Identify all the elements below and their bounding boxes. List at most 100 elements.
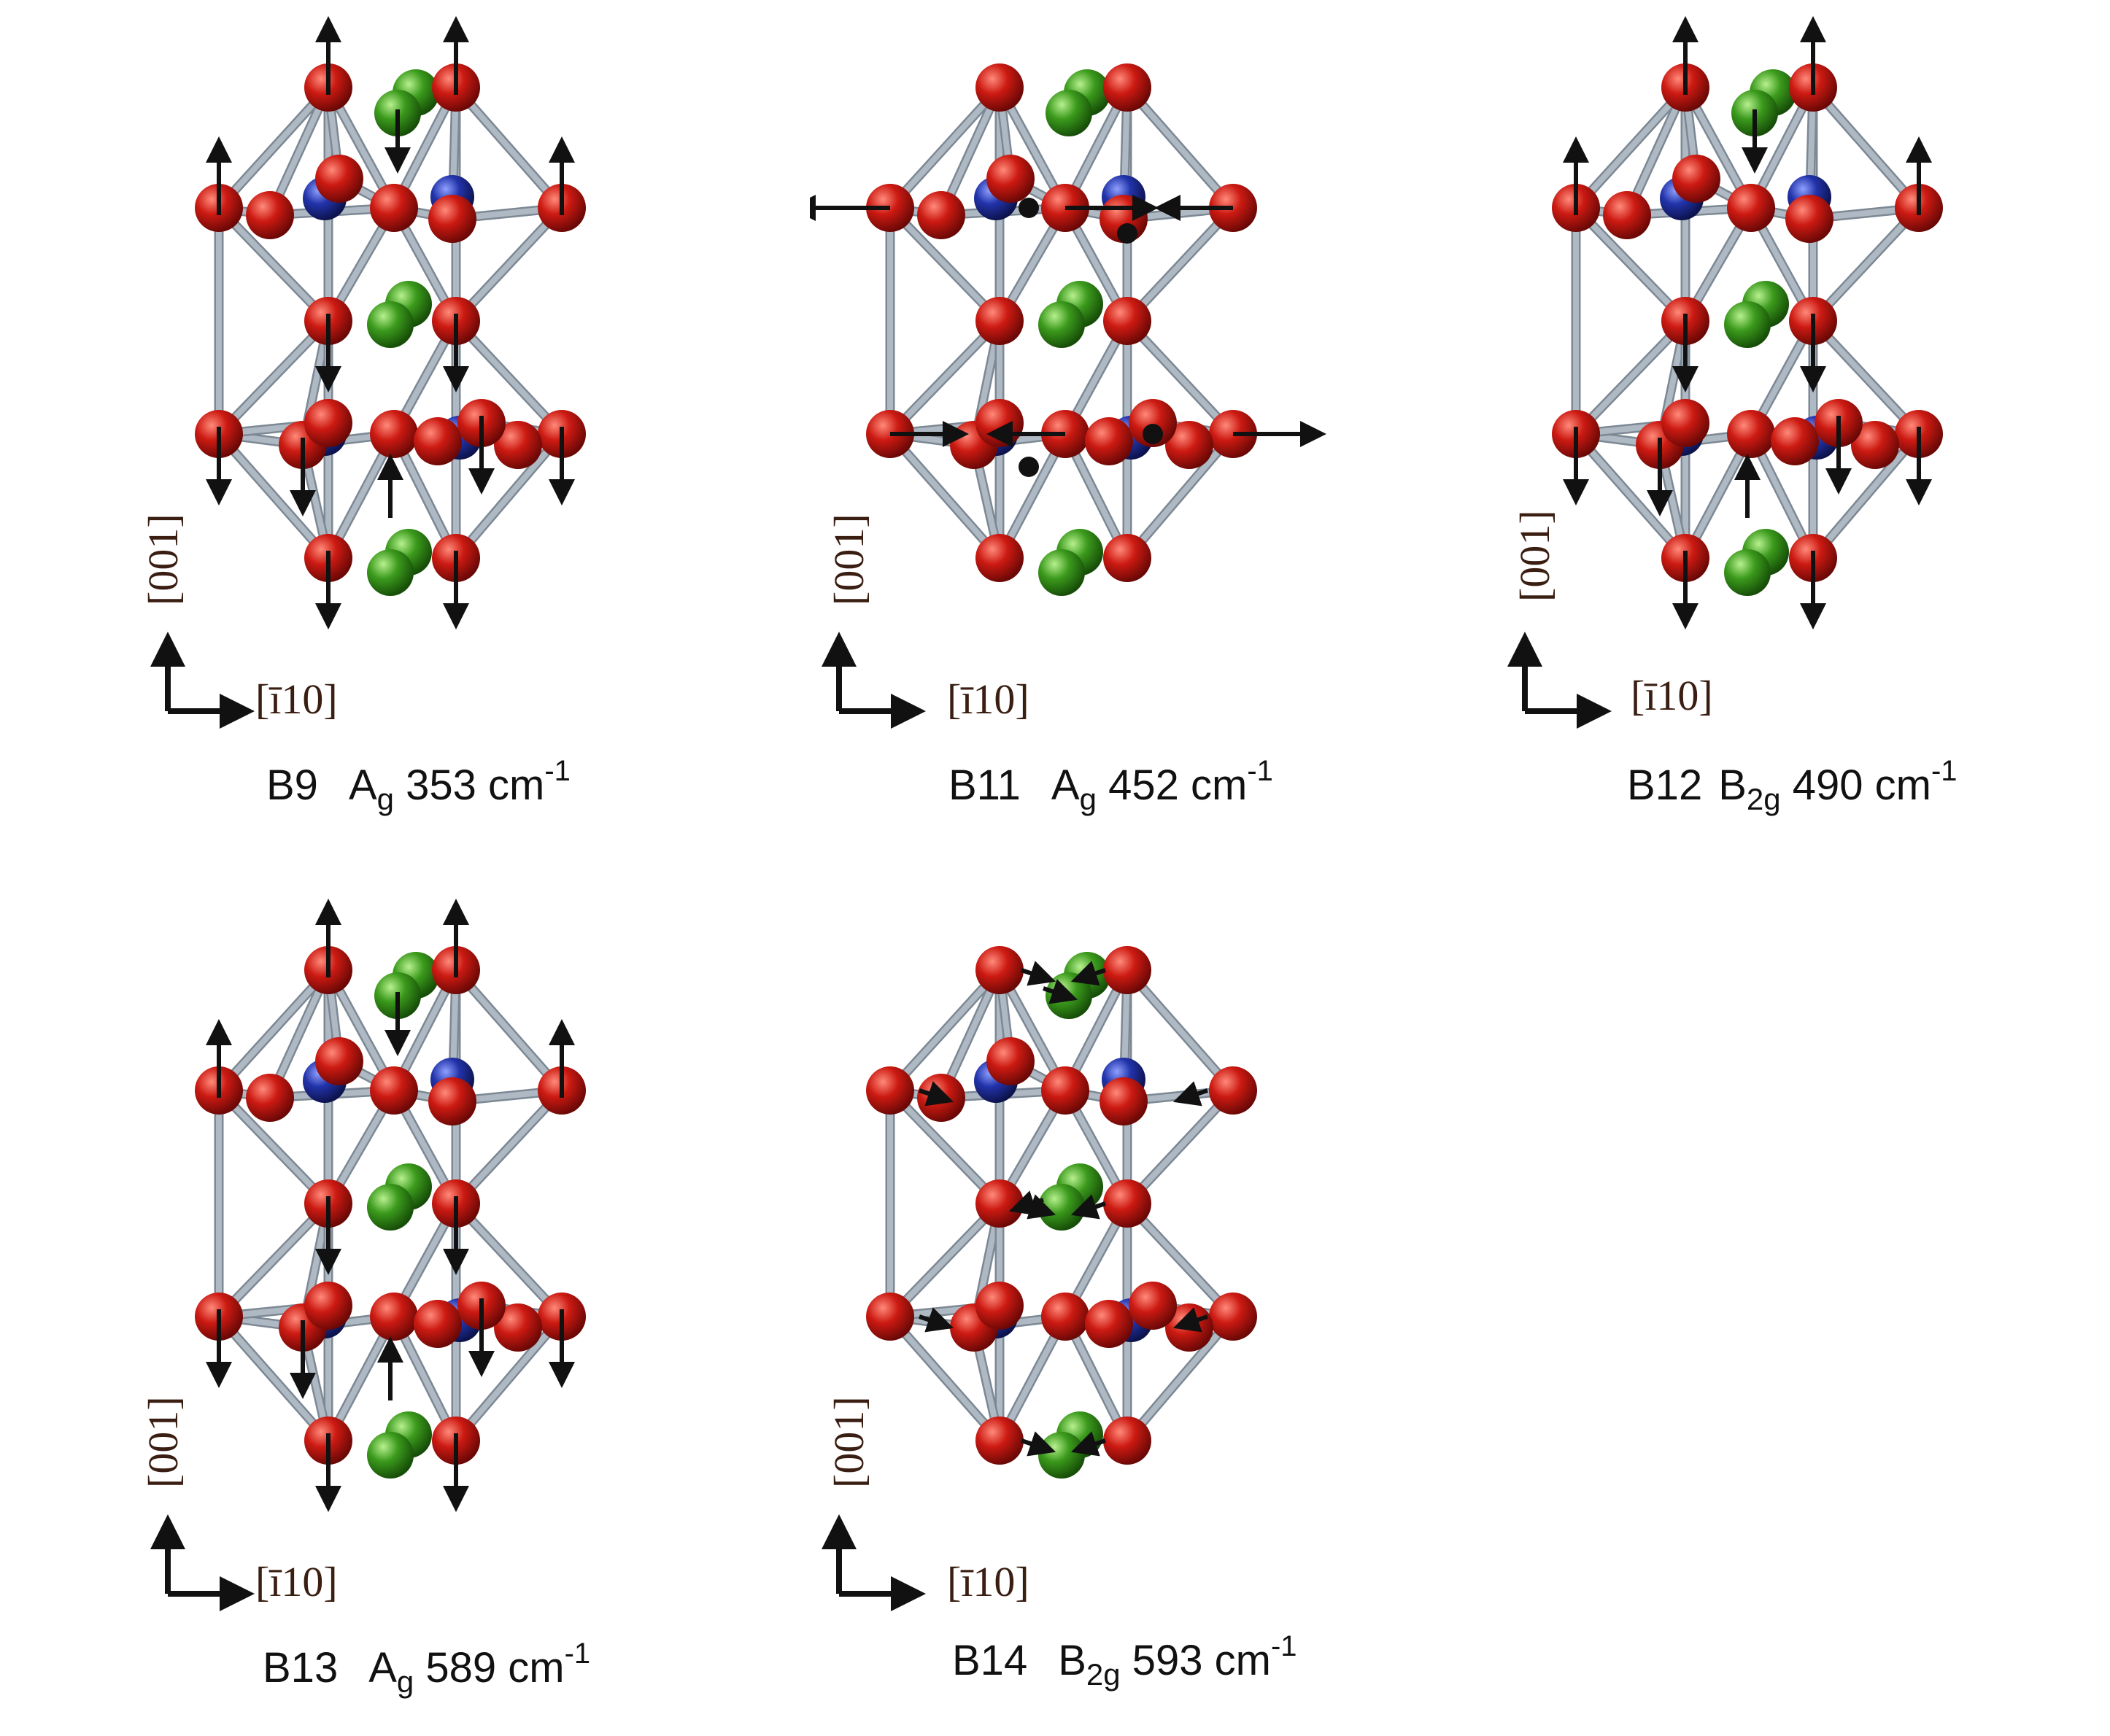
oxygen-atom [1785,195,1833,243]
bond-highlight [887,431,1002,561]
bond-highlight [216,1088,331,1206]
cation-atom [367,301,414,348]
unit-exponent: -1 [544,755,571,787]
displacement-arrows [206,899,575,1512]
oxygen-atom [494,1303,542,1352]
crystal-structure-b14 [822,946,1257,1611]
oxygen-atom [986,1037,1035,1085]
bond-highlight [1573,431,1688,561]
bond-highlight [1124,205,1236,324]
bond-highlight [216,85,331,211]
oxygen-atom [1771,417,1819,465]
bond-highlight [1124,318,1236,437]
oxygen-atom [1103,946,1151,994]
oxygen-atom [986,155,1035,203]
crystal-structure-b13 [150,899,586,1611]
bond-highlight [1573,205,1688,324]
bond-highlight [887,85,1002,211]
bond-highlight [216,431,331,561]
oxygen-atom [1727,184,1775,232]
frequency-value: 490 [1792,762,1863,809]
bond-highlight [887,205,1002,324]
symmetry-subscript: g [376,782,394,816]
oxygen-atom [414,417,462,465]
mode-id: B14 [952,1637,1028,1684]
axis-label-110: [ī10] [255,675,338,723]
displacement-dot [1117,223,1137,244]
cation-atom [1724,301,1771,348]
oxygen-atom [246,1074,294,1122]
symmetry-subscript: g [1079,782,1097,816]
oxygen-atom [1165,421,1213,469]
displacement-arrow [1172,1081,1208,1107]
cation-atom [1038,549,1085,596]
cation-atom [1724,549,1771,596]
bond-highlight [1810,431,1922,561]
bond-highlight [887,318,1002,437]
axis-label-001: [001] [139,1396,187,1488]
bond-highlight [216,1201,331,1320]
oxygen-atom [414,1300,462,1348]
oxygen-atom [975,1417,1024,1465]
oxygen-atom [1103,297,1151,345]
oxygen-atom [1041,1066,1089,1115]
oxygen-atom [1603,191,1651,239]
displacement-arrow [1070,961,1106,986]
bond-highlight [1810,85,1922,211]
frequency-unit: cm [1190,762,1248,809]
bond-highlight [453,1201,565,1320]
oxygen-atom [917,191,965,239]
axis-label-001: [001] [1511,510,1558,602]
bond-highlight [1124,85,1236,211]
bond-highlight [887,967,1002,1093]
cation-atom [367,1432,414,1479]
frequency-unit: cm [488,762,545,809]
oxygen-atom [304,399,352,447]
unit-exponent: -1 [1270,1630,1297,1662]
oxygen-atom [1085,417,1133,465]
oxygen-atom [370,1066,418,1115]
cation-atom [367,549,414,596]
oxygen-atom [370,410,418,458]
bond-highlight [1124,967,1236,1093]
displacement-arrow [919,1081,954,1107]
bond-highlight [1124,1201,1236,1320]
symmetry-subscript: g [396,1665,414,1699]
axis-label-001: [001] [825,1396,873,1488]
oxygen-atom [494,421,542,469]
oxygen-atom [1129,399,1177,447]
bond-highlight [1124,1088,1236,1206]
bond-highlight [1573,85,1688,211]
frequency-unit: cm [1214,1637,1271,1684]
oxygen-atom [1851,421,1899,469]
bond-highlight [1810,318,1922,437]
oxygen-atom [975,946,1024,994]
bond-highlight [887,1088,1002,1206]
oxygen-atom [1727,410,1775,458]
bond-highlight [453,85,565,211]
oxygen-atom [866,1293,914,1341]
bond-highlight [453,205,565,324]
bond-highlight [1573,318,1688,437]
symmetry-label: B [1058,1637,1086,1684]
oxygen-atom [370,184,418,232]
bond-highlight [216,1314,331,1444]
bond-highlight [216,967,331,1093]
mode-id: B12 [1627,762,1703,809]
symmetry-label: A [368,1644,397,1692]
bond-highlight [453,1088,565,1206]
oxygen-atom [1100,1077,1148,1125]
axis-indicator [150,632,255,729]
oxygen-atom [975,1179,1024,1228]
axis-label-001: [001] [825,514,873,605]
cation-atom [1046,90,1092,136]
mode-id: B11 [948,762,1021,809]
oxygen-atom [1672,155,1720,203]
displacement-arrow [1021,1431,1056,1457]
bond-highlight [453,967,565,1093]
oxygen-atom [975,297,1024,345]
